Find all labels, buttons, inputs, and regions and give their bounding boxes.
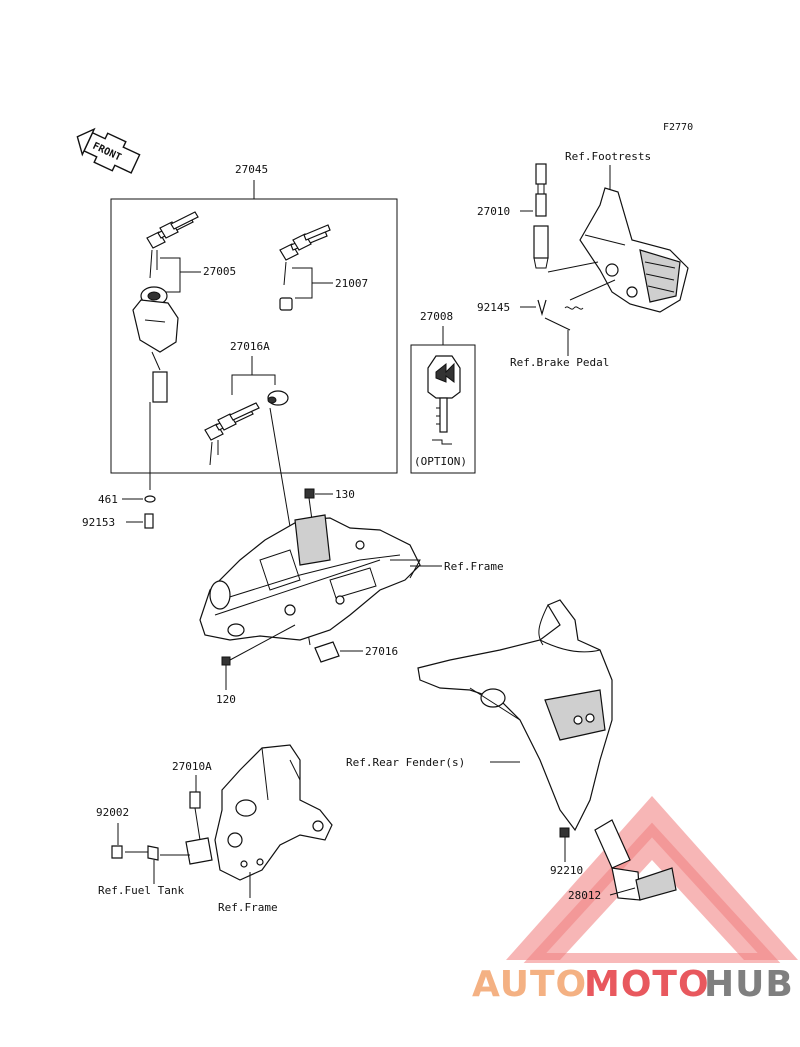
watermark-logo (506, 796, 798, 963)
spring-clip (537, 299, 547, 317)
label-92153: 92153 (82, 516, 115, 529)
label-92210: 92210 (550, 864, 583, 877)
nut-461 (144, 495, 156, 503)
bolt-92002 (111, 845, 123, 859)
return-spring (564, 306, 584, 310)
label-27016A: 27016A (230, 340, 270, 353)
label-ref-fuel-tank: Ref.Fuel Tank (98, 884, 184, 897)
label-92145: 92145 (477, 301, 510, 314)
watermark-part-1: AUTO (472, 964, 587, 1005)
label-ref-footrests: Ref.Footrests (565, 150, 651, 163)
label-27016: 27016 (365, 645, 398, 658)
label-130: 130 (335, 488, 355, 501)
label-27045: 27045 (235, 163, 268, 176)
keyset-box (110, 198, 398, 474)
ignition-switch (132, 286, 179, 490)
label-21007: 21007 (335, 277, 368, 290)
label-27010: 27010 (477, 205, 510, 218)
label-27008: 27008 (420, 310, 453, 323)
label-ref-frame-2: Ref.Frame (218, 901, 278, 914)
front-arrow-icon: FRONT (76, 127, 141, 174)
footrest-bracket-lower (214, 744, 333, 881)
switch-connector (152, 371, 168, 403)
label-ref-rear-fender: Ref.Rear Fender(s) (346, 756, 465, 769)
label-ref-frame-1: Ref.Frame (444, 560, 504, 573)
footrest-bracket (579, 187, 689, 313)
rear-fender (417, 599, 613, 832)
rear-switch-27010A (185, 791, 213, 865)
label-27005: 27005 (203, 265, 236, 278)
figure-code: F2770 (663, 122, 693, 133)
bolt-130 (304, 488, 315, 499)
watermark-part-2: MOTO (584, 964, 710, 1005)
bolt-92210 (559, 827, 570, 838)
label-461: 461 (98, 493, 118, 506)
label-120: 120 (216, 693, 236, 706)
option-key-box (410, 344, 476, 474)
watermark-text: AUTO MOTO HUB (472, 964, 794, 1005)
key-pair-21007 (279, 224, 331, 311)
option-label: (OPTION) (414, 455, 467, 468)
bolt-92153 (144, 513, 154, 529)
bolt-120 (221, 656, 231, 666)
key-pair-27005 (146, 211, 199, 279)
clamp (147, 845, 159, 861)
key-pair-27016A (204, 390, 289, 466)
label-ref-brake-pedal: Ref.Brake Pedal (510, 356, 609, 369)
option-key (427, 355, 461, 445)
label-92002: 92002 (96, 806, 129, 819)
label-28012: 28012 (568, 889, 601, 902)
label-27010A: 27010A (172, 760, 212, 773)
bracket-27016 (314, 641, 340, 663)
watermark-part-3: HUB (704, 964, 794, 1005)
frame-center (199, 514, 421, 641)
brake-light-switch (533, 163, 549, 269)
